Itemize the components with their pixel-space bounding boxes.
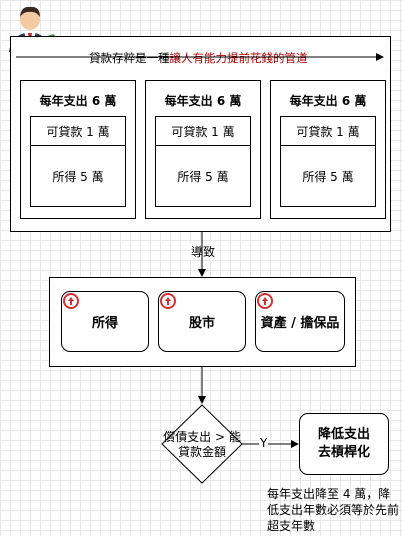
decision-diamond [161, 404, 243, 484]
column-2-income: 所得 5 萬 [155, 145, 251, 207]
yes-label: Y [259, 436, 269, 450]
column-3-header: 每年支出 6 萬 [289, 93, 367, 108]
column-2-header: 每年支出 6 萬 [164, 93, 242, 108]
item-income-label: 所得 [91, 316, 118, 331]
item-assets-collateral-label: 資產 / 擔保品 [260, 316, 340, 331]
title-highlight: 讓人有能力提前花錢的管道 [169, 51, 308, 65]
arrow-up-circle-icon [160, 293, 176, 313]
column-3-income: 所得 5 萬 [280, 145, 376, 207]
result-box: 降低支出去槓桿化 [299, 413, 389, 475]
title-text: 貸款存粹是一種讓人有能力提前花錢的管道 [89, 50, 308, 66]
column-2-loan: 可貸款 1 萬 [155, 116, 251, 146]
column-3-loan: 可貸款 1 萬 [280, 116, 376, 146]
decision-text: 償債支出 > 能貸款金額 [163, 430, 241, 459]
arrow-up-circle-icon [63, 293, 79, 313]
item-stock-market-label: 股市 [188, 316, 215, 331]
arrow-up-circle-icon [257, 293, 273, 313]
title-prefix: 貸款存粹是一種 [89, 51, 170, 65]
item-stock-market: 股市 [158, 291, 246, 352]
column-1-loan: 可貸款 1 萬 [30, 116, 126, 146]
column-1-header: 每年支出 6 萬 [39, 93, 117, 108]
result-text: 降低支出去槓桿化 [317, 427, 370, 460]
arrow-label-lead-to: 導致 [189, 243, 218, 260]
note-text: 每年支出降至 4 萬，降低支出年數必須等於先前超支年數 [267, 487, 400, 534]
column-1-income: 所得 5 萬 [30, 145, 126, 207]
